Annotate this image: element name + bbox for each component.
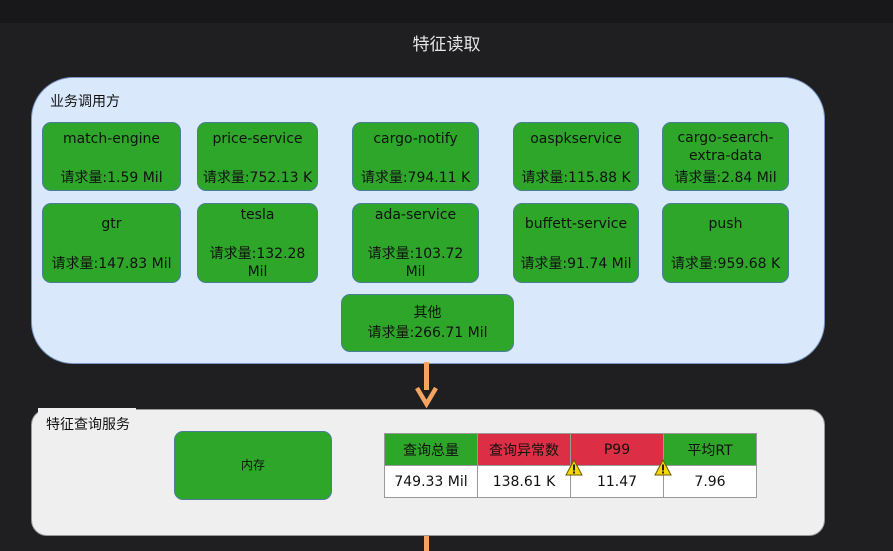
caller-requests: 请求量:794.11 K	[360, 170, 471, 186]
service-group-label: 特征查询服务	[38, 408, 136, 436]
metric-value-avg-rt: 7.96	[663, 465, 757, 498]
caller-name: price-service	[212, 131, 303, 147]
caller-requests: 请求量:132.28 Mil	[209, 246, 306, 280]
caller-requests: 请求量:1.59 Mil	[60, 170, 163, 186]
caller-name: 其他	[413, 305, 442, 321]
caller-name: push	[708, 216, 743, 232]
caller-name: ada-service	[374, 207, 457, 223]
caller-node-match-engine[interactable]: match-engine 请求量:1.59 Mil	[42, 122, 181, 191]
caller-name: buffett-service	[524, 216, 628, 232]
caller-name: tesla	[240, 207, 275, 223]
caller-node-tesla[interactable]: tesla 请求量:132.28 Mil	[197, 203, 318, 283]
caller-node-oaspkservice[interactable]: oaspkservice 请求量:115.88 K	[513, 122, 639, 191]
caller-name: cargo-notify	[373, 131, 458, 147]
callers-group-label: 业务调用方	[50, 94, 120, 110]
metric-header-avg-rt: 平均RT	[663, 433, 757, 466]
caller-name: match-engine	[62, 131, 161, 147]
caller-requests: 请求量:103.72 Mil	[367, 246, 464, 280]
flow-arrow-down	[415, 362, 438, 408]
page-title: 特征读取	[412, 35, 481, 55]
warning-triangle-icon	[565, 459, 583, 476]
metrics-table: 查询总量 查询异常数 P99 平均RT 749.33 Mil 138.61 K …	[384, 433, 757, 498]
metric-value-errors: 138.61 K	[477, 465, 571, 498]
metric-header-total: 查询总量	[384, 433, 478, 466]
flow-arrow-continue	[424, 536, 429, 551]
warning-triangle-icon	[654, 459, 672, 476]
caller-node-cargo-search-extra-data[interactable]: cargo-search-extra-data 请求量:2.84 Mil	[662, 122, 789, 191]
caller-node-other[interactable]: 其他 请求量:266.71 Mil	[341, 294, 514, 352]
caller-requests: 请求量:959.68 K	[670, 256, 781, 272]
caller-node-ada-service[interactable]: ada-service 请求量:103.72 Mil	[352, 203, 479, 283]
caller-name: cargo-search-extra-data	[677, 130, 774, 164]
caller-requests: 请求量:147.83 Mil	[51, 256, 172, 272]
caller-requests: 请求量:266.71 Mil	[367, 325, 488, 341]
metric-header-errors: 查询异常数	[477, 433, 571, 466]
caller-name: oaspkservice	[530, 131, 622, 147]
caller-requests: 请求量:752.13 K	[202, 170, 313, 186]
caller-requests: 请求量:2.84 Mil	[674, 170, 777, 186]
caller-requests: 请求量:115.88 K	[521, 170, 631, 186]
caller-requests: 请求量:91.74 Mil	[520, 256, 632, 272]
caller-name: gtr	[101, 216, 122, 232]
metric-value-total: 749.33 Mil	[384, 465, 478, 498]
metric-header-p99: P99	[570, 433, 664, 466]
metric-value-p99: 11.47	[570, 465, 664, 498]
caller-node-gtr[interactable]: gtr 请求量:147.83 Mil	[42, 203, 181, 283]
top-bar	[0, 0, 893, 23]
memory-node[interactable]: 内存	[174, 431, 332, 500]
caller-node-push[interactable]: push 请求量:959.68 K	[662, 203, 789, 283]
caller-node-price-service[interactable]: price-service 请求量:752.13 K	[197, 122, 318, 191]
caller-node-cargo-notify[interactable]: cargo-notify 请求量:794.11 K	[352, 122, 479, 191]
caller-node-buffett-service[interactable]: buffett-service 请求量:91.74 Mil	[513, 203, 639, 283]
